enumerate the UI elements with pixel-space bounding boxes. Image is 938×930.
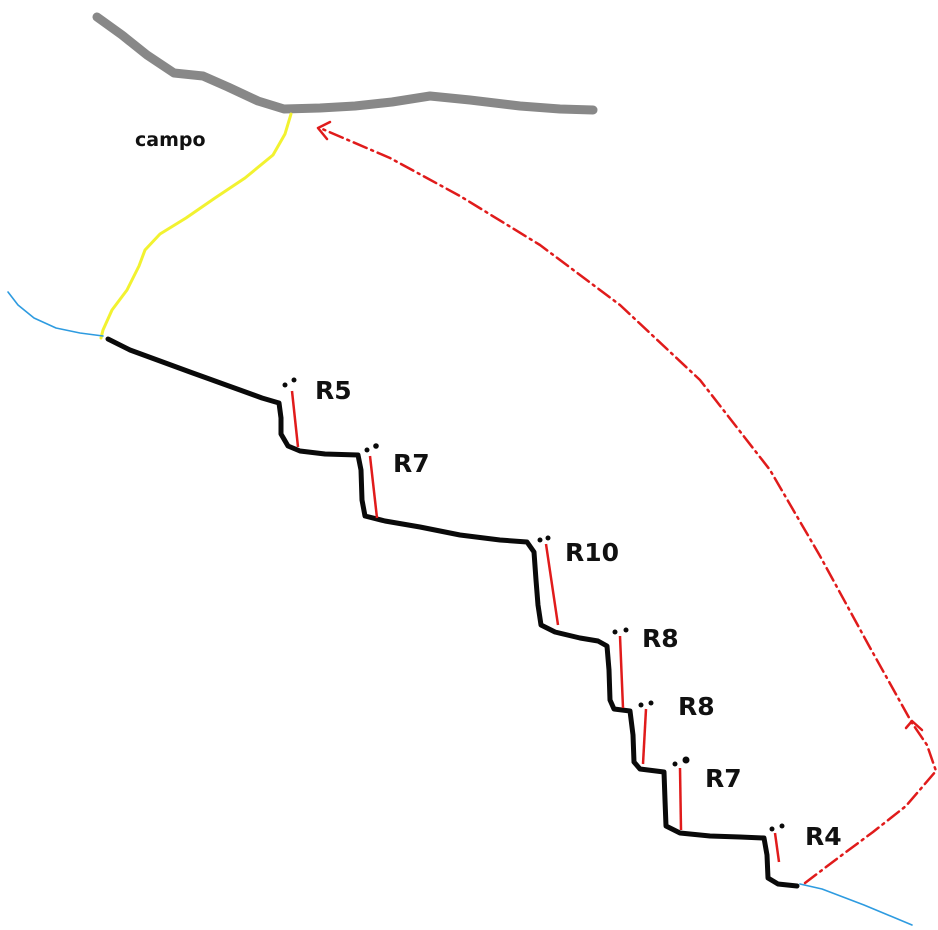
pitch-5: R8 xyxy=(638,692,715,765)
anchor-dot xyxy=(364,447,370,453)
approach-path xyxy=(99,112,293,340)
anchor-dot xyxy=(682,756,690,764)
pitch-3: R10 xyxy=(537,535,619,626)
anchor-dot xyxy=(779,823,785,829)
pitch-line xyxy=(773,832,781,863)
pitch-7: R4 xyxy=(769,822,842,863)
pitch-6: R7 xyxy=(672,756,742,831)
pitch-label: R10 xyxy=(565,538,619,567)
anchor-dot xyxy=(537,537,543,543)
anchor-dot xyxy=(638,702,644,708)
anchor-dot xyxy=(648,700,654,706)
descent-arrow-head-bottom xyxy=(904,719,924,732)
pitch-2: R7 xyxy=(364,443,430,519)
pitch-label: R8 xyxy=(678,692,715,721)
pitch-label: R7 xyxy=(393,449,430,478)
climb-route-line xyxy=(105,336,800,889)
pitch-line xyxy=(641,708,648,765)
pitch-line xyxy=(618,635,625,709)
pitch-label: R5 xyxy=(315,376,352,405)
anchor-dot xyxy=(545,535,551,541)
pitch-line xyxy=(368,455,379,519)
anchor-dot xyxy=(282,382,288,388)
road-line xyxy=(92,12,598,115)
pitch-label: R7 xyxy=(705,764,742,793)
pitch-1: R5 xyxy=(282,376,352,448)
pitch-4: R8 xyxy=(612,624,679,709)
anchor-dot xyxy=(373,443,379,449)
pitch-line xyxy=(678,767,683,831)
anchor-dot xyxy=(769,826,775,832)
river-line-upper xyxy=(7,291,104,337)
pitch-line xyxy=(290,390,300,448)
descent-arrow-head-top xyxy=(316,120,332,141)
pitch-label: R8 xyxy=(642,624,679,653)
campo-label: campo xyxy=(135,129,206,151)
river-line-lower xyxy=(799,883,913,926)
pitch-label: R4 xyxy=(805,822,842,851)
anchor-dot xyxy=(623,627,629,633)
pitch-line xyxy=(544,543,560,626)
anchor-dot xyxy=(612,629,618,635)
anchor-dot xyxy=(672,761,678,767)
descent-arrow xyxy=(318,126,938,885)
anchor-dot xyxy=(291,377,297,383)
